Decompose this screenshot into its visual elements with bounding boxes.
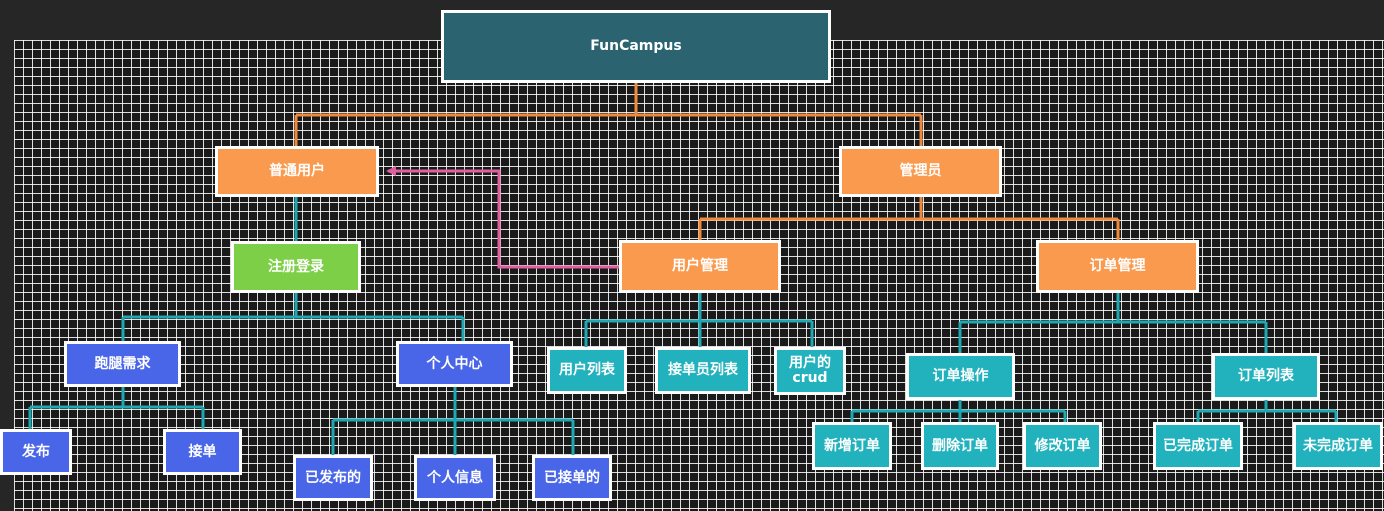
arrow-usermgmt-to-user	[386, 166, 620, 269]
node-edit-order[interactable]: 修改订单	[1023, 422, 1102, 470]
node-regular-user[interactable]: 普通用户	[215, 146, 379, 197]
node-personal-center[interactable]: 个人中心	[396, 341, 513, 387]
node-label: 普通用户	[269, 163, 325, 179]
node-label: 新增订单	[824, 437, 880, 454]
node-label: 修改订单	[1034, 437, 1091, 454]
edge-ordermgmt-children	[958, 292, 1268, 354]
node-order-management[interactable]: 订单管理	[1036, 240, 1199, 293]
node-label: FunCampus	[590, 38, 682, 54]
edge-orderlist-children	[1196, 399, 1338, 423]
node-label: 个人中心	[426, 355, 483, 372]
node-label: 订单列表	[1238, 368, 1294, 384]
node-label: 已发布的	[305, 469, 361, 486]
node-label: 个人信息	[427, 469, 483, 486]
node-admin[interactable]: 管理员	[839, 146, 1002, 197]
node-label: 接单	[188, 443, 217, 460]
edge-usermgmt-children	[584, 292, 814, 348]
node-delete-order[interactable]: 删除订单	[921, 422, 999, 470]
node-user-crud[interactable]: 用户的 crud	[774, 347, 846, 395]
node-label-line1: 用户的	[789, 355, 831, 371]
node-user-list[interactable]: 用户列表	[547, 347, 627, 394]
node-label: 已接单的	[544, 469, 600, 486]
node-errand-request[interactable]: 跑腿需求	[64, 341, 181, 387]
node-label: 用户列表	[559, 362, 615, 378]
node-label: 删除订单	[932, 437, 988, 454]
node-user-management[interactable]: 用户管理	[619, 240, 781, 293]
node-add-order[interactable]: 新增订单	[812, 422, 892, 470]
node-label: 管理员	[899, 163, 942, 179]
edge-orderops-children	[850, 399, 1067, 423]
edge-run-children	[28, 386, 205, 430]
node-runner-list[interactable]: 接单员列表	[655, 347, 751, 394]
node-personal-info[interactable]: 个人信息	[414, 455, 496, 501]
node-label: 注册登录	[268, 258, 324, 275]
node-label: 发布	[22, 443, 50, 460]
node-order-operations[interactable]: 订单操作	[906, 353, 1015, 400]
node-label-line2: crud	[792, 370, 828, 386]
edge-center-children	[331, 386, 575, 456]
node-order-list[interactable]: 订单列表	[1212, 353, 1320, 400]
node-label: 已完成订单	[1163, 437, 1233, 454]
node-completed-orders[interactable]: 已完成订单	[1153, 422, 1243, 470]
node-label: 用户管理	[672, 258, 728, 274]
node-label: 接单员列表	[668, 362, 738, 378]
node-register-login[interactable]: 注册登录	[231, 241, 361, 293]
node-label: 跑腿需求	[94, 355, 151, 372]
node-published[interactable]: 已发布的	[293, 455, 373, 501]
node-label: 订单操作	[932, 368, 989, 384]
node-label: 未完成订单	[1303, 437, 1373, 454]
edge-admin-mgmt	[698, 196, 1120, 241]
node-accept-order[interactable]: 接单	[163, 429, 242, 475]
edge-register-children	[121, 292, 465, 342]
node-publish[interactable]: 发布	[0, 429, 72, 475]
node-label: 订单管理	[1089, 258, 1146, 274]
node-accepted[interactable]: 已接单的	[532, 455, 612, 501]
node-funcampus[interactable]: FunCampus	[441, 10, 831, 83]
edge-root-users	[294, 82, 923, 147]
node-pending-orders[interactable]: 未完成订单	[1293, 422, 1383, 470]
